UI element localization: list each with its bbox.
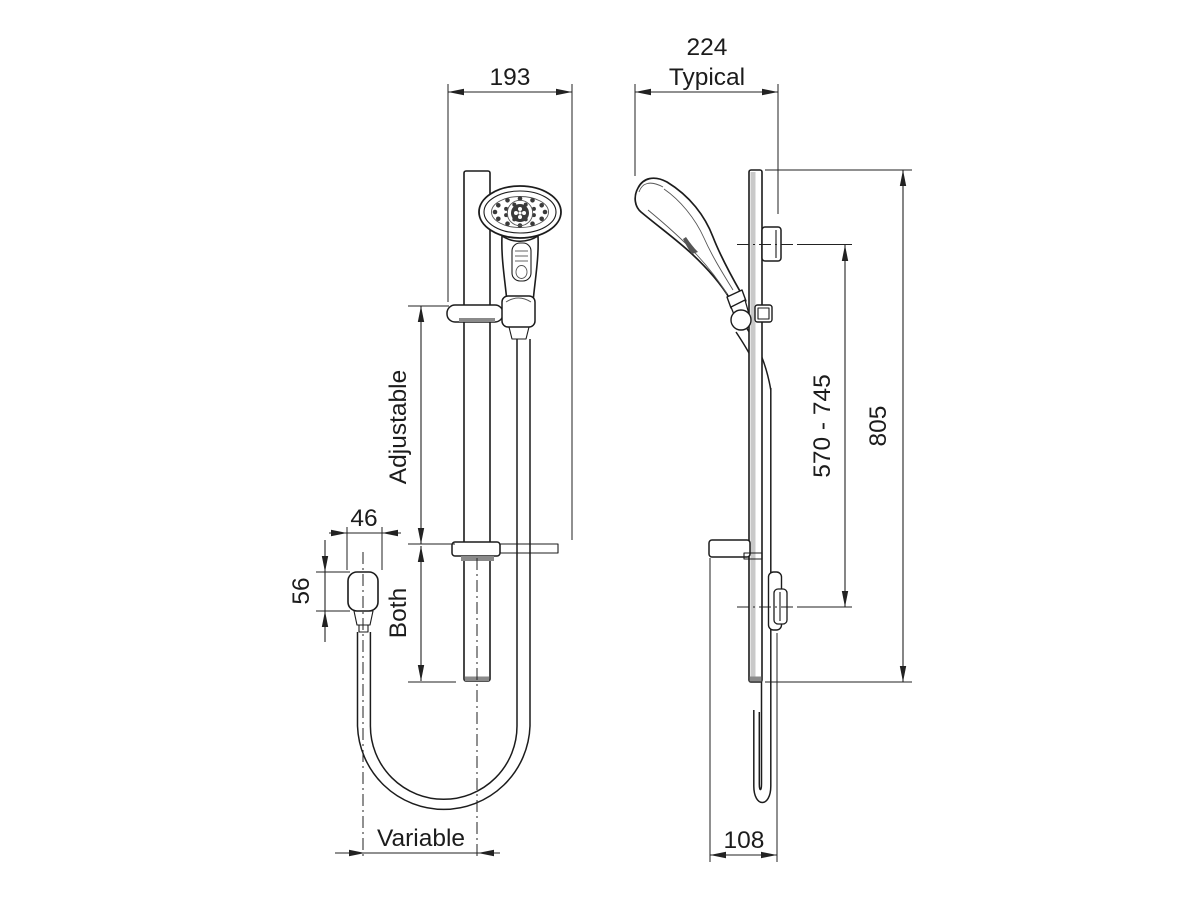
shower-hose-front	[356, 339, 531, 811]
handset-handle-front	[501, 235, 539, 303]
handle-button	[511, 242, 532, 282]
hose-nut-front	[508, 326, 530, 340]
dim-variable-label: Variable	[377, 825, 465, 852]
dim-elbow-height-label: 56	[288, 577, 315, 604]
dim-shelf-depth: 108	[709, 558, 778, 862]
lower-bracket-front	[451, 541, 559, 561]
dim-elbow-width: 46	[329, 505, 401, 570]
dim-rail-length-label: 805	[865, 406, 892, 447]
dim-side-projection: 224 Typical	[634, 34, 779, 214]
lower-wall-bracket-side	[767, 571, 788, 631]
dim-shelf-depth-label: 108	[724, 827, 765, 854]
shower-head-side	[634, 177, 773, 331]
dim-both: Both	[385, 546, 456, 683]
dim-side-projection-note: Typical	[669, 64, 745, 91]
spray-selector-hub	[506, 199, 534, 227]
dim-side-projection-label: 224	[687, 34, 728, 61]
handle-cuff-side	[726, 289, 747, 309]
dim-adjustable: Adjustable	[385, 305, 455, 545]
dim-both-label: Both	[385, 588, 412, 638]
dim-elbow-height: 56	[288, 540, 350, 642]
dim-elbow-width-label: 46	[350, 505, 377, 532]
dim-variable: Variable	[335, 552, 500, 858]
front-elevation-view	[347, 170, 562, 811]
side-elevation-view	[634, 169, 788, 804]
dim-adjustable-label: Adjustable	[385, 370, 412, 484]
dimension-annotations: 193 224 Typical Adjustable Bot	[288, 34, 912, 862]
handset-holder-front	[446, 295, 536, 340]
dim-height-range-label: 570 - 745	[809, 374, 836, 478]
dim-front-width-label: 193	[490, 64, 531, 91]
slide-rail-side	[748, 169, 763, 683]
dim-rail-length: 805	[765, 169, 912, 683]
dim-height-range: 570 - 745	[737, 244, 852, 608]
shower-head-front	[478, 185, 562, 303]
swivel-ball-side	[730, 309, 752, 331]
holder-knob-side	[754, 304, 773, 323]
dim-front-width: 193	[447, 64, 573, 540]
shelf-side	[708, 539, 763, 560]
